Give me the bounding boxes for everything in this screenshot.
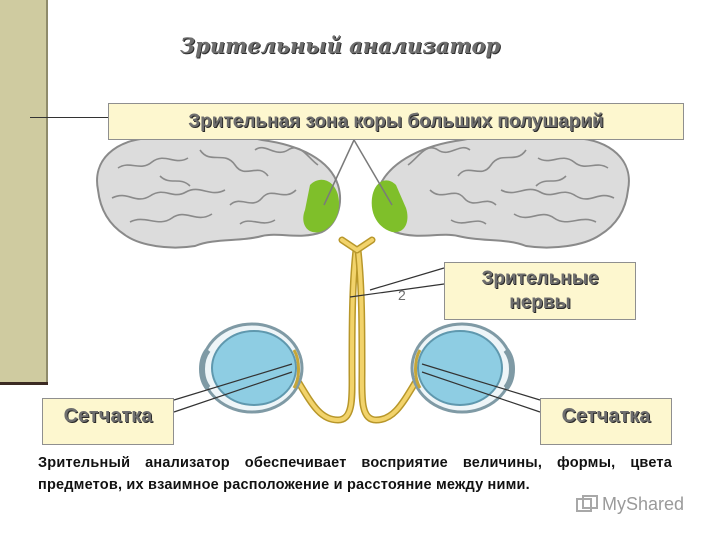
- watermark: MyShared: [576, 494, 684, 515]
- caption-text: Зрительный анализатор обеспечивает воспр…: [38, 452, 672, 496]
- eye-right: [412, 324, 512, 412]
- nerve-pointer-1: [370, 268, 444, 290]
- visual-zone-label: Зрительная зона коры больших полушарий: [108, 103, 684, 140]
- optic-nerves-label: Зрительные нервы: [444, 262, 636, 320]
- nerve-marker-number: 2: [398, 287, 406, 303]
- brain-right-hemisphere: [372, 133, 629, 248]
- optic-nerves-label-line2: нервы: [481, 291, 598, 315]
- retina-right-label: Сетчатка: [540, 398, 672, 445]
- brain-left-hemisphere: [97, 133, 340, 248]
- myshared-logo-icon: [576, 495, 598, 515]
- watermark-text: MyShared: [602, 494, 684, 515]
- optic-nerves: [291, 240, 423, 420]
- optic-nerves-label-line1: Зрительные: [481, 267, 598, 291]
- eye-left: [202, 324, 302, 412]
- retina-left-label: Сетчатка: [42, 398, 174, 445]
